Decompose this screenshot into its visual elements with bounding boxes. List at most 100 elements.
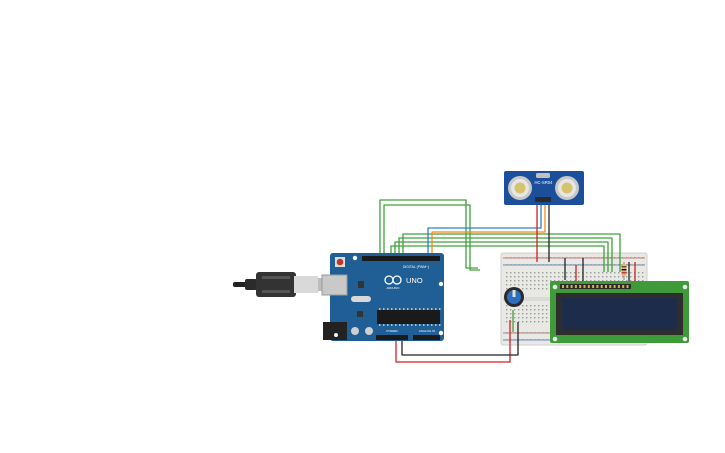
breadboard-hole [542,264,544,266]
breadboard-hole [586,264,588,266]
breadboard-hole [546,309,548,311]
breadboard-hole [530,257,532,259]
breadboard-hole [598,276,600,278]
breadboard-hole [610,272,612,274]
chip-pin [391,308,393,310]
breadboard-hole [534,317,536,319]
wire-green-3 [390,245,605,272]
lcd-pin [622,285,625,288]
digital-header[interactable] [362,256,440,261]
chip-pin [383,308,385,310]
chip-pin [419,308,421,310]
chip-pin [439,324,441,326]
breadboard-hole [510,321,512,323]
wire-green-2 [383,204,480,271]
breadboard-hole [542,332,544,334]
breadboard-hole [546,280,548,282]
breadboard-hole [606,276,608,278]
breadboard-hole [570,272,572,274]
lcd-pin [605,285,607,288]
breadboard-hole [526,309,528,311]
breadboard-hole [642,276,644,278]
breadboard-hole [518,332,520,334]
resistor-icon[interactable] [621,262,627,280]
breadboard-hole [542,305,544,307]
breadboard-hole [526,339,528,341]
breadboard-hole [510,284,512,286]
breadboard-hole [538,309,540,311]
breadboard-hole [574,272,576,274]
breadboard-hole [506,317,508,319]
chip-pin [411,324,413,326]
breadboard-hole [522,264,524,266]
lcd-pin [626,285,629,288]
breadboard-hole [570,276,572,278]
breadboard-hole [546,332,548,334]
power-header[interactable] [376,335,408,340]
breadboard-hole [522,309,524,311]
breadboard-hole [642,264,644,266]
lcd-pin [596,285,599,288]
lcd-pin [609,285,612,288]
chip-pin [403,324,405,326]
breadboard-hole [522,313,524,315]
breadboard-hole [554,264,556,266]
breadboard-hole [518,272,520,274]
breadboard-hole [538,317,540,319]
breadboard-hole [614,272,616,274]
breadboard-hole [526,276,528,278]
breadboard-hole [518,309,520,311]
wire-orange [431,203,546,257]
lcd-pin [562,285,564,288]
breadboard-hole [626,280,628,282]
breadboard-hole [546,284,548,286]
ultrasonic-sensor[interactable]: HC-SR04 [504,171,584,205]
arduino-uno-board[interactable]: DIGITAL (PWM~) UNO ARDUINO POWER ANALOG … [321,253,444,341]
breadboard-hole [510,272,512,274]
breadboard-hole [554,280,556,282]
analog-header[interactable] [413,335,440,340]
breadboard-hole [534,339,536,341]
chip-pin [427,308,429,310]
breadboard-hole [530,264,532,266]
chip-pin [431,308,433,310]
wire-blue [427,203,542,257]
potentiometer-icon[interactable] [504,287,524,307]
breadboard-hole [602,276,604,278]
breadboard-hole [518,317,520,319]
reset-button[interactable] [336,258,344,266]
breadboard-hole [526,272,528,274]
breadboard-hole [622,280,624,282]
breadboard-hole [638,276,640,278]
breadboard-hole [526,305,528,307]
breadboard-hole [518,339,520,341]
wires [379,199,636,363]
breadboard-hole [578,280,580,282]
breadboard-hole [550,257,552,259]
chip-pins [379,308,441,326]
breadboard-hole [522,332,524,334]
breadboard-hole [546,305,548,307]
breadboard-hole [514,321,516,323]
wire-green-6 [402,233,621,272]
breadboard-hole [622,257,624,259]
breadboard-hole [610,257,612,259]
breadboard-hole [582,257,584,259]
breadboard-hole [590,257,592,259]
breadboard-hole [618,272,620,274]
breadboard-hole [518,257,520,259]
breadboard-hole [522,280,524,282]
breadboard-hole [518,280,520,282]
breadboard-hole [530,339,532,341]
breadboard-hole [606,257,608,259]
chip-pin [423,308,425,310]
breadboard-hole [574,264,576,266]
breadboard-hole [546,321,548,323]
breadboard-hole [534,288,536,290]
breadboard-hole [522,317,524,319]
breadboard-hole [538,288,540,290]
breadboard-hole [614,276,616,278]
breadboard-hole [598,257,600,259]
lcd-display[interactable] [550,281,689,343]
